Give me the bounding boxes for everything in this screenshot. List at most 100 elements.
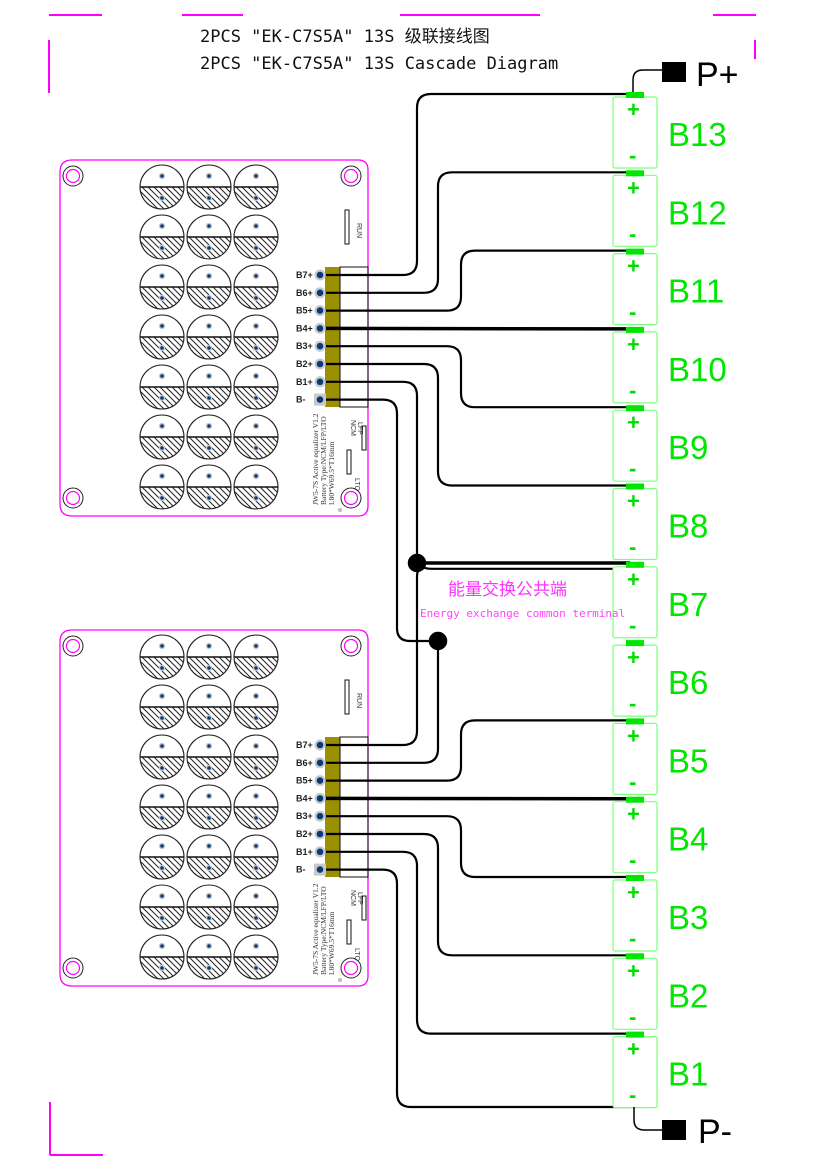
p-plus-terminal[interactable]: P+ (632, 56, 739, 94)
plus-sign: + (627, 175, 640, 200)
board-info-text: L80*W69.5*T16mm (327, 441, 336, 505)
minus-sign: - (629, 1004, 636, 1029)
pin-label: B1+ (296, 847, 313, 857)
mode-lfp-label: LFP (356, 422, 363, 435)
mounting-hole-icon (340, 957, 362, 979)
wire-upper-b-minus (326, 398, 438, 643)
pin-b5-plus[interactable]: B5+ (296, 305, 326, 317)
plus-sign: + (627, 723, 640, 748)
battery-label: B6 (668, 664, 708, 701)
pin-label: B4+ (296, 323, 313, 333)
plus-sign: + (627, 97, 640, 122)
battery-b12: +-B12 (612, 170, 727, 247)
board-info-text: JW5-7S Active equalizer V1.2 (311, 883, 320, 975)
pin-label: B- (296, 865, 306, 875)
battery-b2: +-B2 (612, 953, 708, 1030)
pin-label: B5+ (296, 306, 313, 316)
connector-block (325, 267, 340, 407)
plus-sign: + (627, 410, 640, 435)
minus-sign: - (629, 926, 636, 951)
battery-label: B12 (668, 194, 727, 231)
minus-sign: - (629, 378, 636, 403)
battery-terminal-icon (626, 326, 644, 333)
pin-b1-plus[interactable]: B1+ (296, 846, 326, 858)
wire-upper-b1 (326, 380, 630, 570)
wire-lower-b5 (326, 719, 630, 782)
mode-ncm-label: NCM (349, 420, 356, 436)
battery-terminal-icon (626, 718, 644, 725)
wire-upper-b6 (326, 171, 630, 294)
battery-b3: +-B3 (612, 875, 708, 952)
pin-b-minus[interactable]: B- (296, 393, 326, 406)
battery-b10: +-B10 (612, 326, 727, 404)
plus-sign: + (627, 802, 640, 827)
battery-b13: +-B13 (612, 92, 727, 169)
pin-b3-plus[interactable]: B3+ (296, 810, 326, 822)
connector-block (325, 737, 340, 877)
mounting-hole-icon (62, 635, 84, 657)
plus-sign: + (627, 567, 640, 592)
p-minus-terminal[interactable]: P- (633, 1107, 732, 1151)
battery-label: B8 (668, 508, 708, 545)
battery-terminal-icon (626, 405, 644, 412)
plus-sign: + (627, 645, 640, 670)
pin-label: B3+ (296, 811, 313, 821)
junction-dot (407, 553, 427, 573)
minus-sign: - (629, 848, 636, 873)
pin-b7-plus[interactable]: B7+ (296, 269, 326, 281)
battery-label: B11 (668, 273, 724, 310)
pin-b1-plus[interactable]: B1+ (296, 376, 326, 388)
pin-label: B5+ (296, 776, 313, 786)
wire-lower-b-minus (326, 868, 634, 1109)
mounting-hole-icon (62, 957, 84, 979)
pin-label: B4+ (296, 793, 313, 803)
board-info-text: Battery Type:NCM/LFP/LTO (319, 416, 328, 505)
p-minus-connector-icon (662, 1120, 686, 1140)
mode-ncm-label: NCM (349, 890, 356, 906)
battery-terminal-icon (626, 953, 644, 960)
minus-sign: - (629, 691, 636, 716)
pin-label: B1+ (296, 377, 313, 387)
mounting-hole-icon (62, 165, 84, 187)
battery-label: B10 (668, 351, 727, 388)
p-plus-label: P+ (696, 56, 739, 94)
pin-b5-plus[interactable]: B5+ (296, 775, 326, 787)
pin-b4-plus[interactable]: B4+ (296, 792, 326, 804)
title-cn: 2PCS "EK-C7S5A" 13S 级联接线图 (200, 27, 490, 47)
minus-sign: - (629, 300, 636, 325)
pin-label: B2+ (296, 829, 313, 839)
pin-b-minus[interactable]: B- (296, 863, 326, 876)
pin-b2-plus[interactable]: B2+ (296, 358, 326, 370)
pin-b4-plus[interactable]: B4+ (296, 322, 326, 334)
battery-label: B7 (668, 586, 708, 623)
plus-sign: + (627, 254, 640, 279)
board-info-text: L80*W69.5*T16mm (327, 911, 336, 975)
battery-b6: + - B6 (612, 640, 708, 717)
plus-sign: + (627, 489, 640, 514)
pin-b2-plus[interactable]: B2+ (296, 828, 326, 840)
pin-label: B7+ (296, 740, 313, 750)
capacitor-icon (186, 634, 232, 680)
battery-label: B9 (668, 429, 708, 466)
pin-b6-plus[interactable]: B6+ (296, 757, 326, 769)
wire-upper-b3 (326, 345, 630, 409)
wire-upper-b2 (326, 362, 630, 487)
wire-lower-b2 (326, 832, 630, 957)
pin-label: B2+ (296, 359, 313, 369)
mounting-hole-icon (340, 487, 362, 509)
mounting-hole-icon (340, 165, 362, 187)
pin-b3-plus[interactable]: B3+ (296, 340, 326, 352)
battery-label: B13 (668, 116, 727, 153)
mode-lto-label: LTO (353, 948, 360, 962)
plus-sign: + (627, 880, 640, 905)
pin-b7-plus[interactable]: B7+ (296, 739, 326, 751)
minus-sign: - (629, 769, 636, 794)
plus-sign: + (627, 1037, 640, 1062)
pin-b6-plus[interactable]: B6+ (296, 287, 326, 299)
board-info-text: JW5-7S Active equalizer V1.2 (311, 413, 320, 505)
battery-terminal-icon (626, 92, 644, 98)
battery-b1: +-B1 (612, 1031, 708, 1109)
p-plus-connector-icon (662, 62, 686, 82)
battery-terminal-icon (626, 875, 644, 881)
